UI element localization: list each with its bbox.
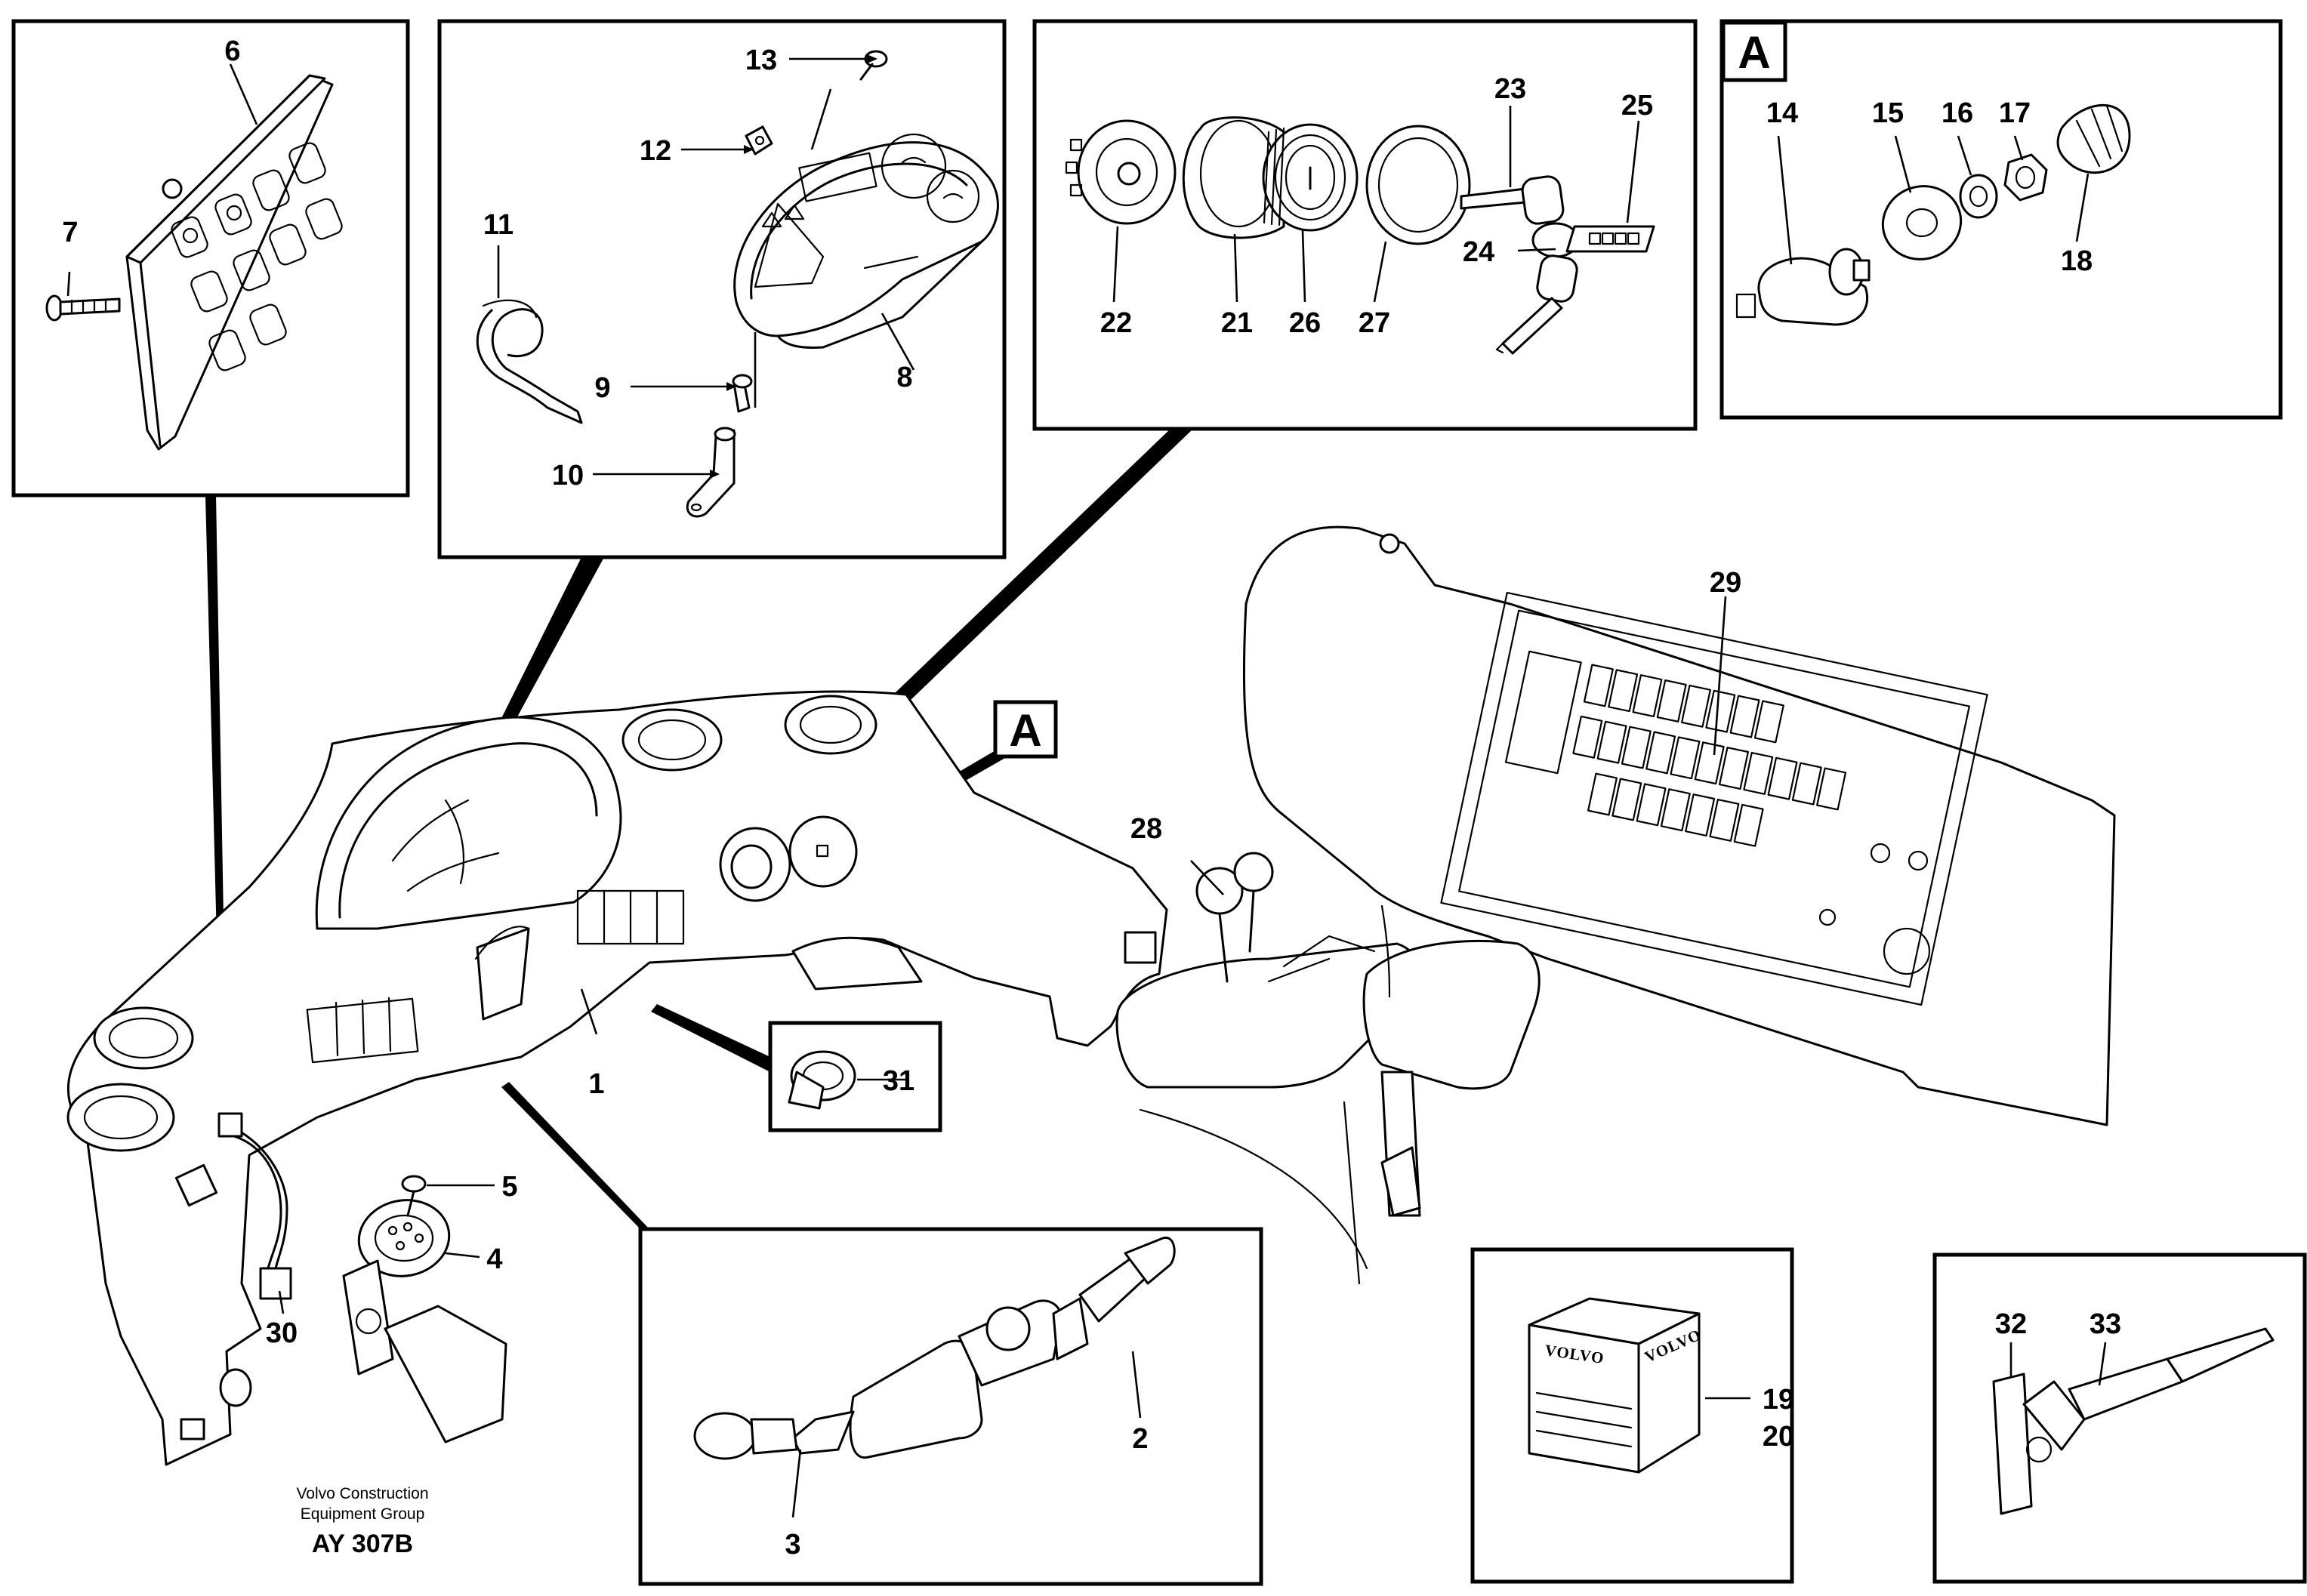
callout-5: 5 <box>501 1171 517 1203</box>
callout-12: 12 <box>640 135 671 167</box>
housing-21 <box>1182 116 1285 239</box>
callout-31: 31 <box>883 1065 914 1097</box>
callout-4: 4 <box>486 1243 502 1275</box>
switch-14 <box>1735 248 1871 326</box>
callout-11: 11 <box>483 209 514 241</box>
callout-19: 19 <box>1763 1384 1794 1416</box>
frame-instrument-cluster <box>437 19 1007 559</box>
callout-21: 21 <box>1221 307 1253 339</box>
pointer-a-label: A <box>1009 705 1041 756</box>
callout-3: 3 <box>785 1529 800 1561</box>
callout-9: 9 <box>594 372 610 404</box>
operator-console <box>1115 525 2116 1285</box>
keypad-mount-stud <box>162 178 183 199</box>
callout-1: 1 <box>588 1068 604 1100</box>
footer-drawing-code: AY 307B <box>312 1530 413 1558</box>
lock-cylinder-26 <box>1262 123 1359 232</box>
frame-connector <box>768 1021 942 1132</box>
callout-17: 17 <box>1999 97 2031 129</box>
leader-lines <box>66 54 2107 1518</box>
detail-a-tag <box>1721 20 1787 82</box>
callout-15: 15 <box>1872 97 1904 129</box>
cable-tie-11 <box>476 299 583 424</box>
callout-30: 30 <box>266 1317 298 1349</box>
screw-13 <box>859 50 888 81</box>
instrument-cluster <box>476 50 999 518</box>
callout-29: 29 <box>1710 567 1741 599</box>
pointer-lever <box>501 1082 649 1229</box>
callout-13: 13 <box>745 45 777 76</box>
pointer-connector <box>651 1004 770 1072</box>
key-tag-25 <box>1565 225 1655 253</box>
frame-parts-kit <box>1470 1247 1794 1584</box>
parts-kit-cube: VOLVO VOLVO <box>1528 1297 1704 1474</box>
frame-detail-a <box>1719 19 2283 420</box>
callout-numbers: 6 7 13 12 11 8 9 10 23 25 24 22 21 26 27… <box>62 35 2121 1561</box>
callout-14: 14 <box>1766 97 1798 129</box>
bezel-27 <box>1365 125 1471 245</box>
callout-33: 33 <box>2090 1308 2121 1340</box>
ignition-switch <box>1065 116 1655 355</box>
keypad-panel <box>45 74 343 451</box>
callout-26: 26 <box>1289 307 1321 339</box>
footer-company-line2: Equipment Group <box>301 1505 425 1523</box>
callout-20: 20 <box>1763 1421 1794 1453</box>
callout-7: 7 <box>62 217 78 248</box>
callout-18: 18 <box>2061 245 2093 277</box>
footer: Volvo Construction Equipment Group AY 30… <box>296 1485 428 1558</box>
callout-22: 22 <box>1100 307 1132 339</box>
callout-16: 16 <box>1942 97 1973 129</box>
connector-31 <box>788 1050 856 1110</box>
callout-8: 8 <box>896 362 912 393</box>
callout-25: 25 <box>1621 90 1653 122</box>
screw-7 <box>45 294 121 322</box>
screw-5 <box>401 1175 427 1217</box>
frame-ignition-switch <box>1032 19 1698 431</box>
bulb-10 <box>686 427 736 518</box>
callout-23: 23 <box>1494 73 1526 105</box>
nut-17 <box>2003 153 2048 202</box>
wire-30 <box>217 1112 292 1300</box>
pointer-a-tag: A <box>993 700 1058 759</box>
callout-32: 32 <box>1995 1308 2027 1340</box>
detail-a-label: A <box>1738 27 1770 78</box>
callout-28: 28 <box>1130 813 1162 845</box>
multi-function-lever <box>693 1236 1176 1460</box>
switch-body-22 <box>1065 119 1177 225</box>
callout-2: 2 <box>1132 1423 1148 1455</box>
connector-4 <box>342 1199 507 1443</box>
footer-company-line1: Volvo Construction <box>296 1485 428 1502</box>
callout-24: 24 <box>1463 236 1494 268</box>
detail-a: A <box>1721 20 2131 326</box>
dashboard-main <box>66 690 1168 1466</box>
lock-washer-16 <box>1959 174 1998 219</box>
clip-12 <box>745 125 773 156</box>
callout-10: 10 <box>552 460 584 491</box>
cover-plate-15 <box>1881 185 1963 260</box>
knob-18 <box>2056 103 2131 174</box>
bulb-holder-9 <box>732 374 753 413</box>
frame-cable-clip <box>1932 1252 2307 1584</box>
cable-clip <box>1992 1327 2275 1515</box>
callout-27: 27 <box>1359 307 1390 339</box>
frame-control-lever <box>638 1227 1263 1586</box>
callout-6: 6 <box>224 35 240 67</box>
